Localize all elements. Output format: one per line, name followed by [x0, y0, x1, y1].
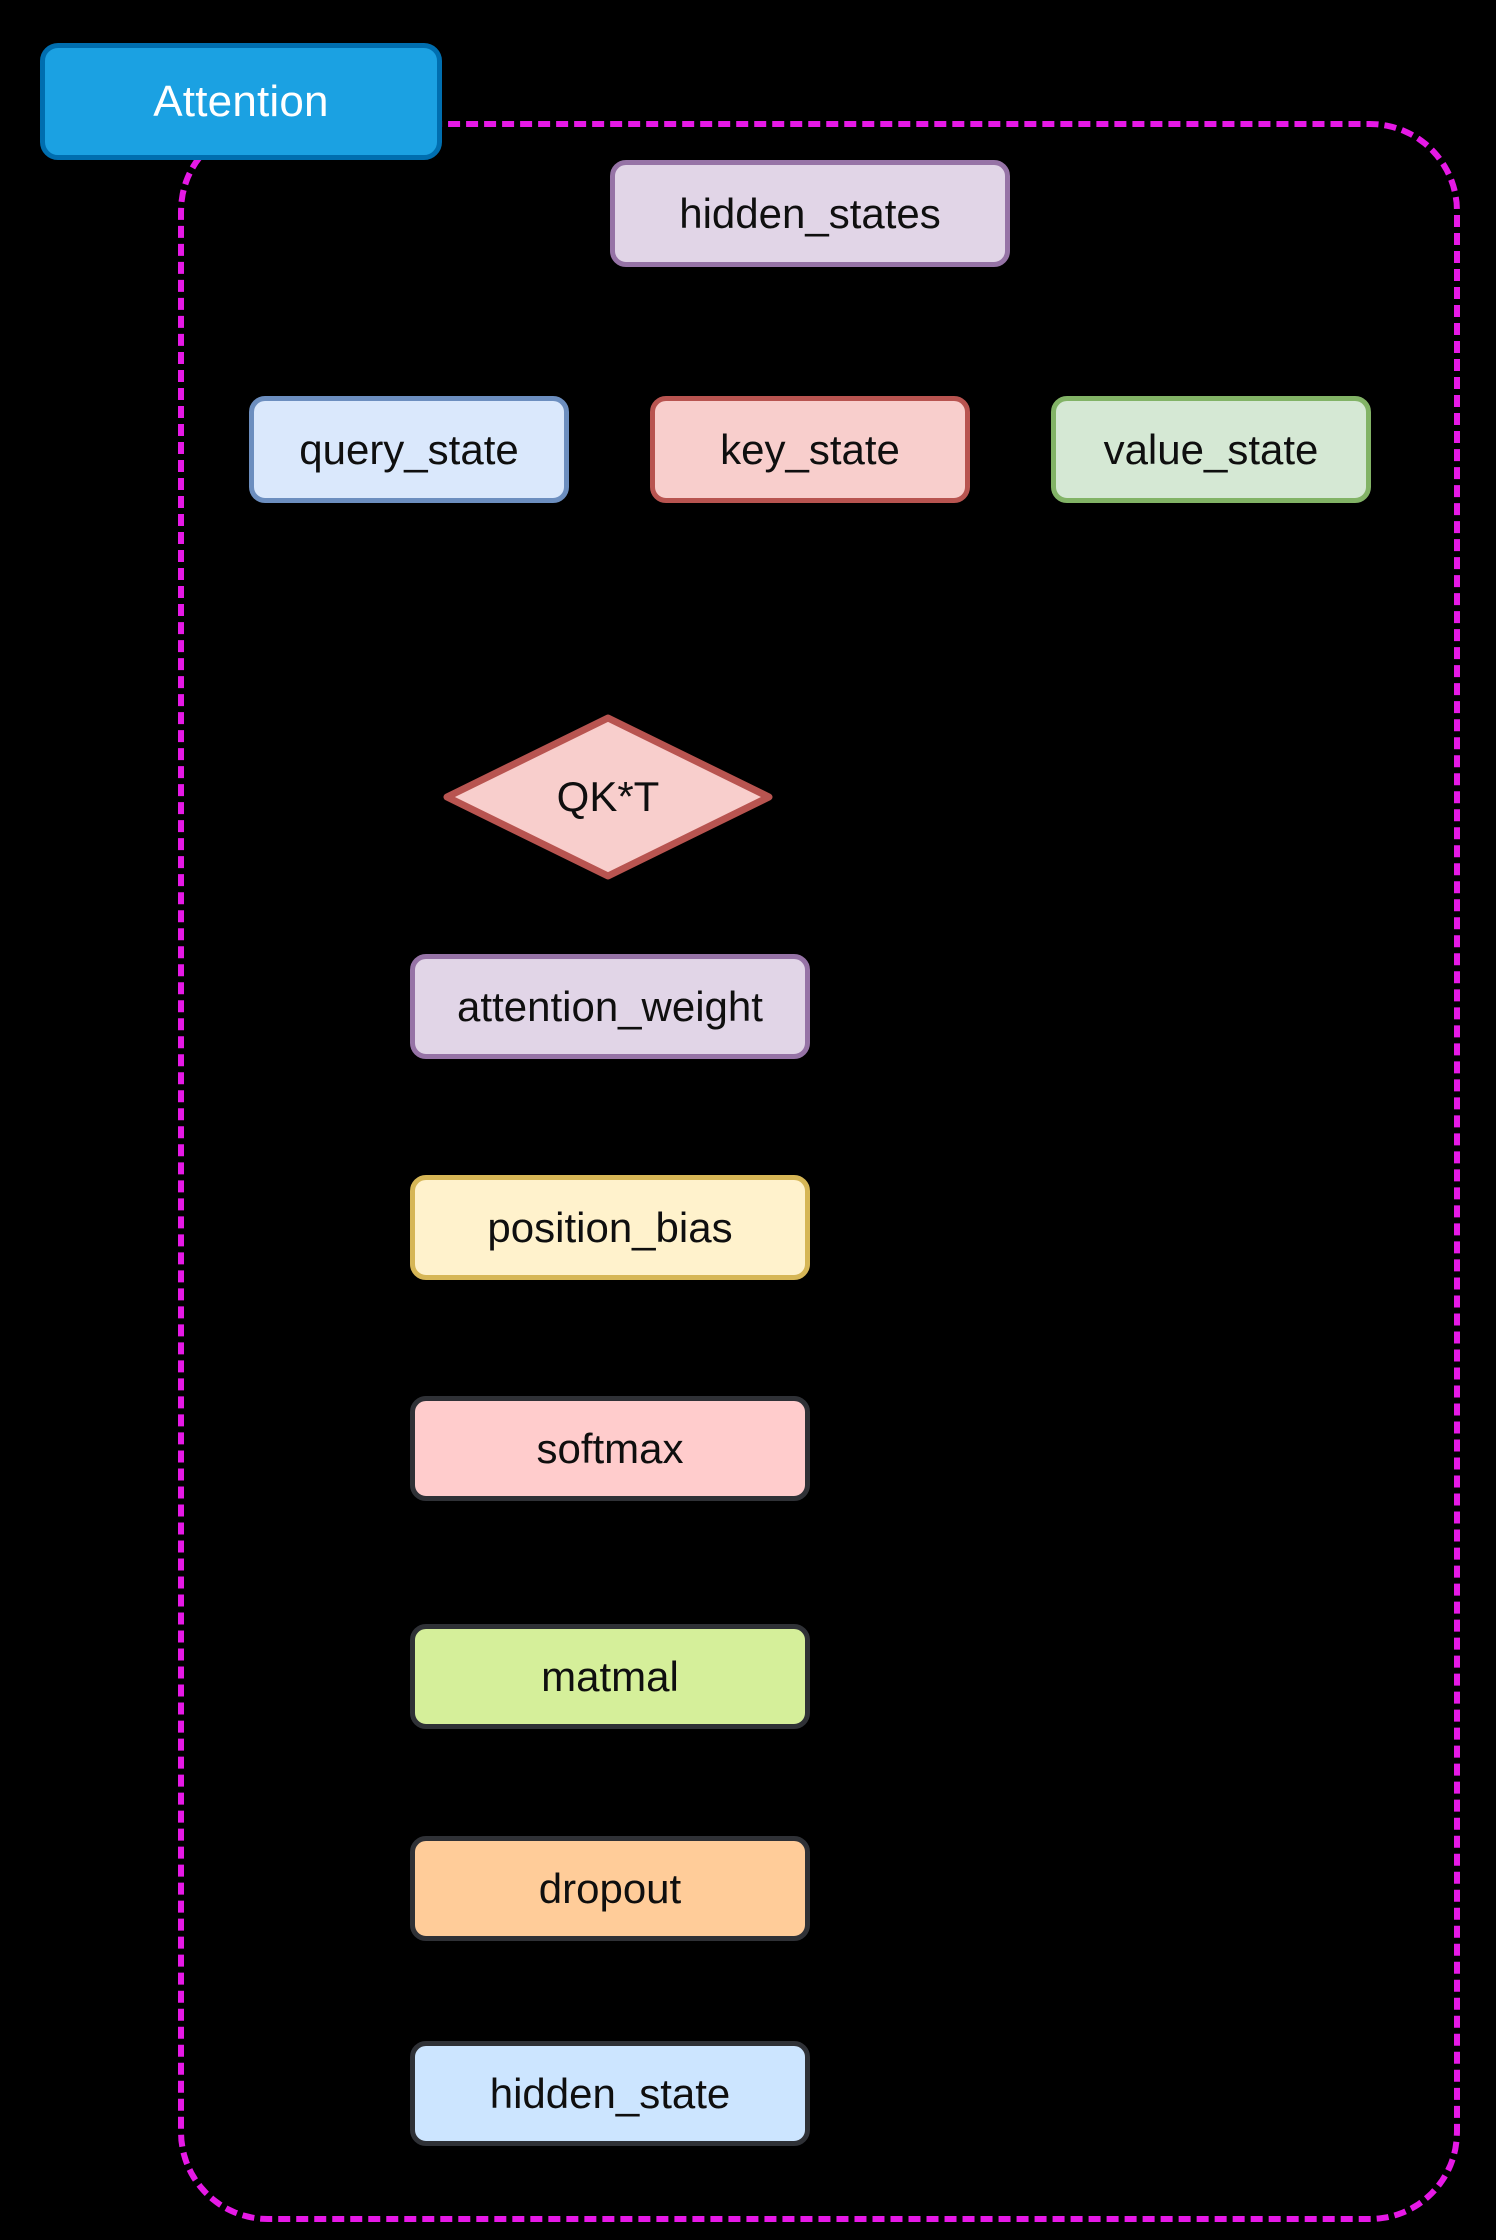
node-label: softmax — [536, 1424, 684, 1472]
node-value-state[interactable]: value_state — [1051, 396, 1371, 503]
node-label: dropout — [538, 1864, 682, 1912]
attention-subgraph-boundary — [178, 121, 1460, 2222]
node-label: query_state — [299, 425, 519, 473]
cluster-title-attention[interactable]: Attention — [40, 43, 442, 160]
node-dropout[interactable]: dropout — [410, 1836, 810, 1941]
node-label: attention_weight — [457, 982, 763, 1030]
node-label: value_state — [1103, 425, 1319, 473]
node-label: hidden_state — [489, 2069, 731, 2117]
node-label: position_bias — [487, 1203, 733, 1251]
node-label: key_state — [720, 425, 900, 473]
node-hidden-states[interactable]: hidden_states — [610, 160, 1010, 267]
node-position-bias[interactable]: position_bias — [410, 1175, 810, 1280]
node-hidden-state[interactable]: hidden_state — [410, 2041, 810, 2146]
node-matmal[interactable]: matmal — [410, 1624, 810, 1729]
cluster-title-label: Attention — [153, 76, 329, 126]
node-label: matmal — [541, 1652, 679, 1700]
node-key-state[interactable]: key_state — [650, 396, 970, 503]
node-label: hidden_states — [679, 189, 941, 237]
node-query-state[interactable]: query_state — [249, 396, 569, 503]
node-qkt-diamond[interactable]: QK*T — [443, 714, 773, 880]
node-attention-weight[interactable]: attention_weight — [410, 954, 810, 1059]
node-softmax[interactable]: softmax — [410, 1396, 810, 1501]
diamond-shape-icon — [443, 714, 773, 880]
